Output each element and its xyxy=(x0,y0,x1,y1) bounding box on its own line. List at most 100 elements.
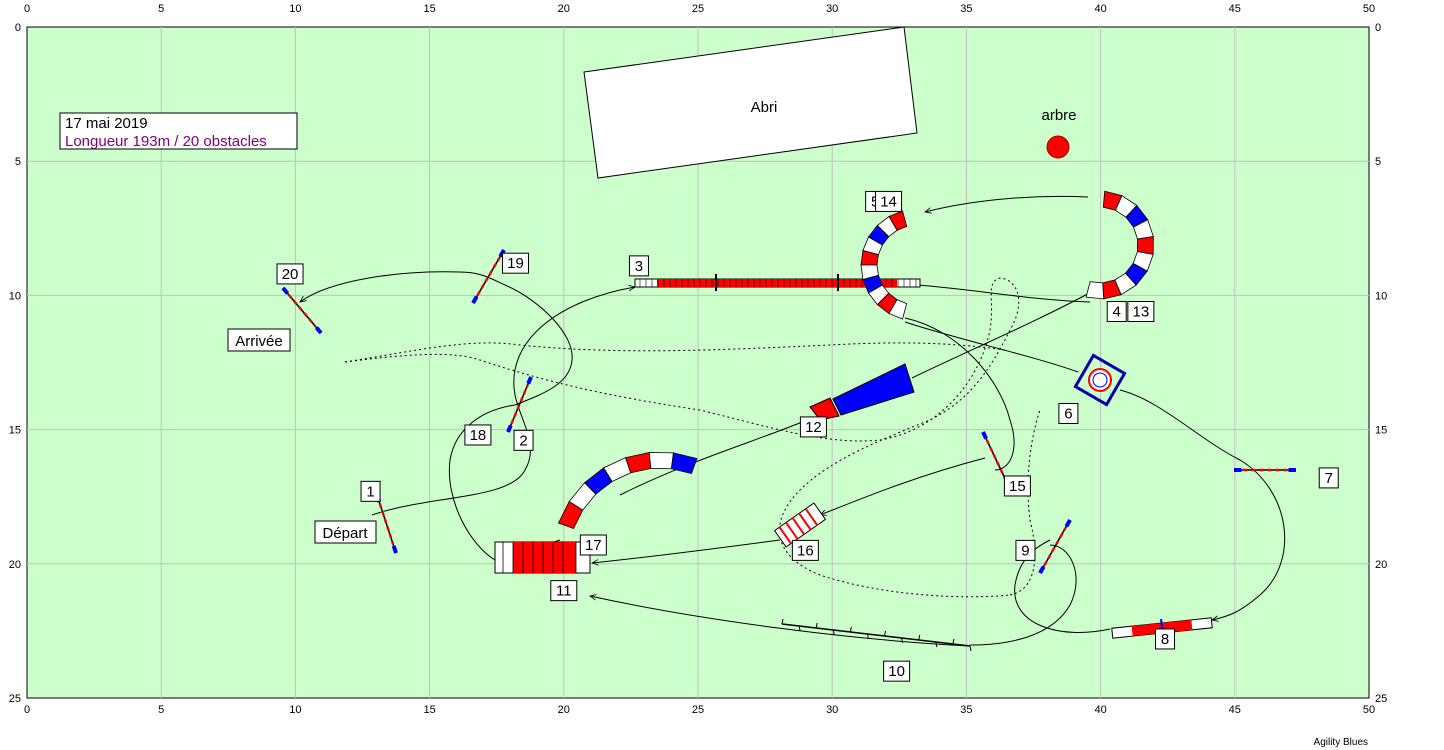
x-tick-top: 10 xyxy=(289,3,301,15)
shelter: Abri xyxy=(583,26,918,179)
x-tick-bottom: 30 xyxy=(826,704,838,716)
y-tick-right: 20 xyxy=(1375,559,1387,571)
tree-label: arbre xyxy=(1041,107,1076,124)
obstacle-number-text: 12 xyxy=(805,419,822,436)
finish-label: Arrivée xyxy=(235,333,283,350)
obstacle-9-jump xyxy=(1038,519,1072,574)
obstacle-number-text: 17 xyxy=(585,537,602,554)
x-tick-top: 15 xyxy=(423,3,435,15)
obstacle-17-tunnel xyxy=(494,541,591,574)
axis-ticks: 0055101015152020252530303535404045455050… xyxy=(9,3,1388,716)
x-tick-top: 25 xyxy=(692,3,704,15)
y-tick-right: 5 xyxy=(1375,156,1381,168)
obstacle-number-text: 11 xyxy=(556,583,572,600)
obstacle-number-12: 12 xyxy=(799,416,827,438)
obstacle-3-dogwalk xyxy=(634,274,921,291)
obstacle-number-text: 20 xyxy=(282,266,299,283)
start-label-box: Départ xyxy=(314,520,377,544)
x-tick-bottom: 50 xyxy=(1363,704,1375,716)
alt-dotted-path xyxy=(344,277,1041,598)
obstacle-number-14: 14 xyxy=(875,190,903,212)
x-tick-bottom: 0 xyxy=(24,704,30,716)
obstacle-number-text: 19 xyxy=(507,255,524,272)
tree: arbre xyxy=(1041,107,1077,159)
obstacle-number-3: 3 xyxy=(628,255,649,277)
obstacle-number-6: 6 xyxy=(1058,402,1079,424)
x-tick-bottom: 40 xyxy=(1094,704,1106,716)
obstacle-number-20: 20 xyxy=(276,263,304,285)
x-tick-bottom: 25 xyxy=(692,704,704,716)
obstacle-number-text: 2 xyxy=(519,432,527,449)
obstacle-16-weave xyxy=(773,502,827,548)
x-tick-bottom: 35 xyxy=(960,704,972,716)
x-tick-bottom: 5 xyxy=(158,704,164,716)
y-tick-right: 0 xyxy=(1375,22,1381,34)
y-tick-right: 15 xyxy=(1375,425,1387,437)
obstacle-number-text: 9 xyxy=(1021,542,1029,559)
x-tick-bottom: 45 xyxy=(1229,704,1241,716)
obstacle-6-tire xyxy=(1073,353,1127,407)
x-tick-top: 35 xyxy=(960,3,972,15)
y-tick-left: 20 xyxy=(9,559,21,571)
obstacle-number-text: 14 xyxy=(880,193,897,210)
x-tick-bottom: 10 xyxy=(289,704,301,716)
y-tick-left: 0 xyxy=(15,22,21,34)
obstacle-20-jump xyxy=(281,286,323,335)
obstacle-number-9: 9 xyxy=(1015,539,1036,561)
obstacle-number-10: 10 xyxy=(883,660,911,682)
obstacle-8-seesaw xyxy=(1111,617,1213,639)
obstacle-number-text: 8 xyxy=(1161,631,1169,648)
obstacle-4-13-tunnel xyxy=(1085,190,1154,300)
x-tick-top: 5 xyxy=(158,3,164,15)
obstacle-11-tunnel xyxy=(557,452,698,530)
obstacle-number-text: 18 xyxy=(470,427,487,444)
x-tick-top: 45 xyxy=(1229,3,1241,15)
finish-label-box: Arrivée xyxy=(227,328,291,352)
y-tick-left: 15 xyxy=(9,425,21,437)
obstacle-number-15: 15 xyxy=(1003,475,1031,497)
x-tick-top: 30 xyxy=(826,3,838,15)
obstacle-number-17: 17 xyxy=(579,534,607,556)
x-tick-top: 20 xyxy=(558,3,570,15)
obstacle-number-18: 18 xyxy=(464,424,492,446)
obstacle-number-19: 19 xyxy=(501,252,529,274)
y-tick-right: 25 xyxy=(1375,693,1387,705)
obstacle-number-7: 7 xyxy=(1318,467,1339,489)
x-tick-top: 0 xyxy=(24,3,30,15)
obstacle-number-8: 8 xyxy=(1155,628,1176,650)
obstacle-5-14-tunnel xyxy=(860,210,908,320)
obstacle-number-4: 4 xyxy=(1106,301,1127,323)
obstacle-numbers: 1234135146789101112151617181920 xyxy=(276,190,1339,682)
course-path xyxy=(300,195,1286,647)
obstacle-number-text: 1 xyxy=(366,483,374,500)
obstacle-number-text: 10 xyxy=(888,663,905,680)
obstacle-number-text: 16 xyxy=(797,542,814,559)
obstacle-number-1: 1 xyxy=(360,480,381,502)
obstacle-number-text: 6 xyxy=(1064,405,1072,422)
obstacle-2-18-jump xyxy=(506,376,533,433)
y-tick-left: 25 xyxy=(9,693,21,705)
obstacle-number-text: 4 xyxy=(1113,304,1121,321)
x-tick-top: 40 xyxy=(1094,3,1106,15)
course-length: Longueur 193m / 20 obstacles xyxy=(65,133,267,150)
start-label: Départ xyxy=(322,525,368,542)
obstacle-number-text: 3 xyxy=(635,258,643,275)
obstacle-10-slalom xyxy=(781,618,972,652)
obstacle-number-text: 13 xyxy=(1133,304,1150,321)
y-tick-right: 10 xyxy=(1375,290,1387,302)
y-tick-left: 10 xyxy=(9,290,21,302)
obstacle-number-11: 11 xyxy=(550,580,578,602)
obstacle-12-chute xyxy=(809,363,915,421)
y-tick-left: 5 xyxy=(15,156,21,168)
x-tick-bottom: 15 xyxy=(423,704,435,716)
obstacle-number-text: 15 xyxy=(1009,478,1026,495)
brand-label: Agility Blues xyxy=(1313,737,1368,748)
x-tick-top: 50 xyxy=(1363,3,1375,15)
obstacle-number-13: 13 xyxy=(1127,301,1155,323)
shelter-label: Abri xyxy=(751,99,778,116)
obstacle-number-2: 2 xyxy=(513,429,534,451)
x-tick-bottom: 20 xyxy=(558,704,570,716)
obstacle-number-16: 16 xyxy=(791,539,819,561)
course-info: 17 mai 2019 Longueur 193m / 20 obstacles xyxy=(59,112,298,150)
